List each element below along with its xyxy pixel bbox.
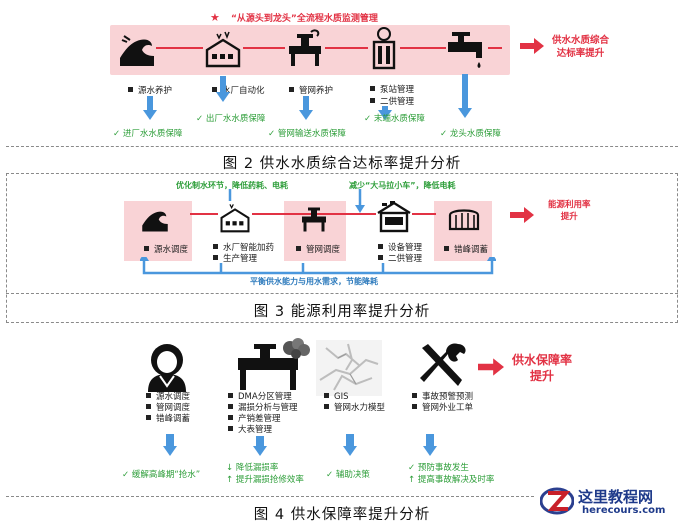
pump-station-icon (368, 26, 400, 70)
fig3-top-right-text: 减少“大马拉小车”，降低电耗 (349, 181, 456, 190)
fig4-arrow-3-head (343, 446, 357, 456)
fig2-separator-top (6, 146, 678, 147)
fig3-item-4: 设备管理 二供管理 (378, 243, 422, 265)
fig4-result-1: ✓ 缓解高峰期“抢水” (122, 470, 201, 480)
fig3-left-border (6, 173, 7, 323)
factory-icon (203, 30, 243, 68)
fig2-title: ★ “从源头到龙头”全流程水质监测管理 (210, 11, 378, 24)
fig4-goal-text: 供水保障率 提升 (512, 352, 572, 384)
fig4-arrow-1-shaft (166, 434, 174, 446)
fig2-arrow-4-head (378, 110, 392, 120)
fig2-item-3: 管网养护 (289, 84, 333, 96)
figure-2: ★ “从源头到龙头”全流程水质监测管理 (0, 0, 684, 180)
fig2-separator-bottom (6, 173, 678, 174)
watermark-logo-icon (539, 484, 575, 518)
equipment-house-icon (376, 201, 412, 237)
fig2-arrow-5-shaft (462, 74, 468, 108)
wave-icon (118, 28, 156, 68)
fig3-separator-bottom (6, 322, 678, 323)
fig2-result-4: ✓ 末端水质保障 (364, 114, 425, 124)
fig3-item-1: 源水调度 (144, 243, 188, 255)
fig2-result-3: ✓ 管网输送水质保障 (268, 129, 346, 139)
gis-map-icon (316, 340, 382, 400)
fig4-item-4: 事故预警预测 管网外业工单 (412, 392, 473, 414)
fig4-arrow-4-head (423, 446, 437, 456)
fig4-separator (6, 496, 534, 497)
fig2-item-4: 泵站管理 二供管理 (370, 84, 414, 108)
fig2-arrow-1-head (143, 110, 157, 120)
fig3-bottom-text: 平衡供水能力与用水需求，节能降耗 (250, 277, 378, 286)
watermark-title: 这里教程网 (578, 488, 654, 506)
fig2-caption: 图 2 供水水质综合达标率提升分析 (222, 156, 462, 172)
fig4-arrow-1-head (163, 446, 177, 456)
fig4-arrow-4-shaft (426, 434, 434, 446)
faucet-icon (446, 30, 488, 70)
figure-4: 供水保障率 提升 源水调度 管网调度 错峰调蓄 DMA分区管理 漏损分析与管理 … (0, 322, 684, 502)
fig3-right-border (677, 173, 678, 323)
fig4-caption: 图 4 供水保障率提升分析 (253, 507, 431, 523)
fig3-item-3: 管网调度 (296, 243, 340, 255)
fig2-arrow-2-head (216, 92, 230, 102)
fig2-item-1: 源水养护 (128, 84, 172, 96)
fig2-goal-text: 供水水质综合 达标率提升 (552, 34, 609, 60)
figure-3: 优化制水环节，降低药耗、电耗 减少“大马拉小车”，降低电耗 (0, 173, 684, 323)
fig3-goal-arrow (510, 207, 534, 227)
factory-icon (218, 201, 252, 237)
star-icon: ★ (210, 11, 220, 24)
fig3-caption: 图 3 能源利用率提升分析 (253, 304, 431, 320)
fig2-arrow-2-shaft (220, 76, 226, 92)
fig3-top-left-text: 优化制水环节，降低药耗、电耗 (176, 181, 288, 190)
fig2-arrow-3-head (299, 110, 313, 120)
fig4-result-2: ↓ 降低漏损率 ↑ 提升漏损抢修效率 (226, 463, 304, 485)
fig2-goal-line-1: 供水水质综合 (552, 35, 610, 46)
pipe-valve-icon (298, 203, 330, 237)
fig2-title-text: “从源头到龙头”全流程水质监测管理 (231, 14, 378, 24)
fig4-result-3: ✓ 辅助决策 (326, 470, 370, 480)
fig4-item-3: GIS 管网水力模型 (324, 392, 385, 414)
fig2-result-5: ✓ 龙头水质保障 (440, 129, 501, 139)
fig2-goal-line-2: 达标率提升 (556, 48, 605, 59)
fig4-arrow-3-shaft (346, 434, 354, 446)
fig4-item-2: DMA分区管理 漏损分析与管理 产销差管理 大表管理 (228, 392, 298, 436)
fig4-item-1: 源水调度 管网调度 错峰调蓄 (146, 392, 190, 425)
fig4-goal-line-1: 供水保障率 (512, 353, 573, 367)
fig4-result-4: ✓ 预防事故发生 ↑ 提高事故解决及时率 (408, 463, 495, 485)
fig4-arrow-2-head (253, 446, 267, 456)
fig3-goal-line-1: 能源利用率 (548, 200, 591, 210)
fig3-bottom-bracket (140, 257, 496, 275)
fig2-arrow-5-head (458, 108, 472, 118)
fig3-item-5: 错峰调蓄 (444, 243, 488, 255)
reservoir-icon (448, 205, 480, 235)
fig2-arrow-1-shaft (147, 96, 153, 110)
watermark-url: herecours.com (582, 505, 666, 516)
wrench-screwdriver-icon (418, 342, 468, 394)
operator-headset-icon (146, 342, 188, 396)
fig2-arrow-3-shaft (303, 96, 309, 110)
fig4-arrow-2-shaft (256, 436, 264, 446)
fig2-goal-arrow (520, 38, 544, 58)
fig3-goal-line-2: 提升 (560, 212, 578, 222)
fig2-arrow-4-shaft (382, 106, 388, 112)
wave-icon (138, 203, 172, 237)
fig2-item-2: 水厂自动化 (212, 84, 265, 96)
fig4-goal-arrow (478, 358, 504, 380)
fig3-item-2: 水厂智能加药 生产管理 (213, 243, 274, 265)
fig3-goal-text: 能源利用率 提升 (548, 199, 591, 223)
fig3-separator-top (6, 293, 678, 294)
leaking-pipe-icon (232, 336, 312, 396)
fig2-result-1: ✓ 进厂水水质保障 (113, 129, 183, 139)
fig2-result-2: ✓ 出厂水水质保障 (196, 114, 266, 124)
fig4-goal-line-2: 提升 (530, 369, 555, 383)
pipe-valve-icon (285, 28, 325, 68)
